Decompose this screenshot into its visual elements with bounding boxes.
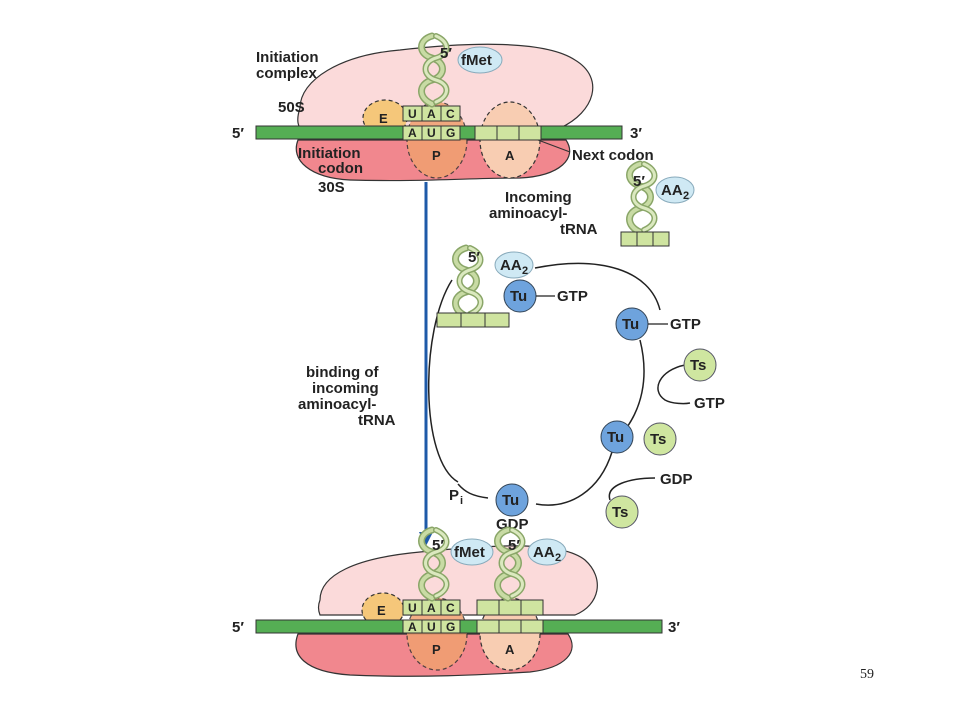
aa2-subscript: 2	[683, 190, 689, 202]
cycle-arc-left	[428, 279, 459, 483]
slide-number: 59	[860, 667, 874, 682]
incoming-aminoacyl-trna: Incoming aminoacyl- tRNA AA 2 5′	[489, 164, 695, 247]
incoming-5prime-label: 5′	[633, 173, 645, 190]
gtp-label: GTP	[694, 395, 725, 412]
gtp-label: GTP	[557, 288, 588, 305]
process-arrow	[419, 182, 433, 546]
incoming-label-line2: aminoacyl-	[489, 205, 567, 222]
aa2-label: AA	[661, 182, 683, 199]
ef-tu-icon	[600, 420, 634, 454]
ef-tu-icon	[495, 483, 529, 517]
e-site-label: E	[377, 603, 386, 618]
pi-subscript: i	[460, 495, 463, 507]
ternary-aa2-subscript: 2	[522, 265, 528, 277]
codon-base: U	[427, 126, 436, 140]
next-codon-label: Next codon	[572, 147, 654, 164]
ts-label: Ts	[690, 357, 706, 374]
gtp-label: GTP	[670, 316, 701, 333]
aa2-subscript: 2	[555, 552, 561, 564]
codon-base: G	[446, 126, 455, 140]
mrna-5prime-label: 5′	[232, 125, 244, 142]
ternary-5prime-label: 5′	[468, 249, 480, 266]
next-codon-leader	[537, 139, 571, 153]
ts-label: Ts	[612, 504, 628, 521]
incoming-label-line3: tRNA	[560, 221, 598, 238]
initiation-codon-line2: codon	[318, 160, 363, 177]
label-50s: 50S	[278, 99, 305, 116]
p-site-label: P	[432, 148, 441, 163]
anticodon-base: A	[427, 601, 436, 615]
cycle-arc-bottom	[535, 451, 613, 506]
binding-label-line4: tRNA	[358, 412, 396, 429]
cycle-arc-pi	[457, 483, 489, 499]
title-line2: complex	[256, 65, 318, 82]
fmet-label: fMet	[461, 52, 492, 69]
ef-tu-cycle: AA 2 5′ Tu GTP Tu GTP Ts GTP Tu Ts GDP T…	[428, 248, 725, 533]
codon-base: A	[408, 126, 417, 140]
anticodon-base: U	[408, 601, 417, 615]
title-line1: Initiation	[256, 49, 319, 66]
ts-binding-arc	[657, 364, 691, 405]
ef-ts-icon	[683, 348, 717, 382]
gdp-label: GDP	[660, 471, 693, 488]
ternary-aa2-label: AA	[500, 257, 522, 274]
gdp-release-arc	[608, 477, 656, 501]
tu-label: Tu	[607, 429, 624, 446]
anticodon-base: A	[427, 107, 436, 121]
tu-label: Tu	[510, 288, 527, 305]
binding-label-line1: binding of	[306, 364, 379, 381]
anticodon-base: C	[446, 601, 455, 615]
aa2-residue	[655, 176, 695, 204]
mrna-5prime-label: 5′	[232, 619, 244, 636]
binding-label-line3: aminoacyl-	[298, 396, 376, 413]
tu-label: Tu	[622, 316, 639, 333]
ef-ts-icon	[605, 495, 639, 529]
e-site-label: E	[379, 111, 388, 126]
p-site-label: P	[432, 642, 441, 657]
anticodon-base: C	[446, 107, 455, 121]
cycle-arc-top	[534, 262, 661, 311]
label-30s: 30S	[318, 179, 345, 196]
fmet-label: fMet	[454, 544, 485, 561]
anticodon-base: U	[408, 107, 417, 121]
mrna-3prime-label: 3′	[630, 125, 642, 142]
anticodon-boxes: U A C	[402, 105, 461, 122]
codon-boxes: A U G	[402, 619, 544, 634]
binding-label-line2: incoming	[312, 380, 379, 397]
pi-label: P	[449, 487, 459, 504]
codon-base: A	[408, 620, 417, 634]
trna-5prime-label: 5′	[508, 537, 520, 554]
codon-boxes: A U G	[402, 125, 542, 141]
codon-base: G	[446, 620, 455, 634]
ef-ts-icon	[643, 422, 677, 456]
fmet-residue	[450, 538, 494, 566]
ternary-aa2	[494, 251, 534, 279]
codon-base: U	[427, 620, 436, 634]
incoming-label-line1: Incoming	[505, 189, 572, 206]
aa2-label: AA	[533, 544, 555, 561]
initiation-complex: E U A C A U G P A fMet 5′ Initia	[232, 36, 654, 196]
tu-label: Tu	[502, 492, 519, 509]
aa2-residue	[527, 538, 567, 566]
trna-5prime-label: 5′	[440, 45, 452, 62]
fmet-residue	[457, 46, 503, 74]
ts-label: Ts	[650, 431, 666, 448]
trna-5prime-label: 5′	[432, 537, 444, 554]
a-site-label: A	[505, 148, 515, 163]
mrna-3prime-label: 3′	[668, 619, 680, 636]
cycle-arc-right	[624, 339, 645, 431]
a-site-label: A	[505, 642, 515, 657]
initiation-codon-line1: Initiation	[298, 145, 361, 162]
post-binding-complex: E U A C A U G P A	[232, 530, 680, 677]
anticodon-boxes: U A C	[402, 599, 544, 616]
